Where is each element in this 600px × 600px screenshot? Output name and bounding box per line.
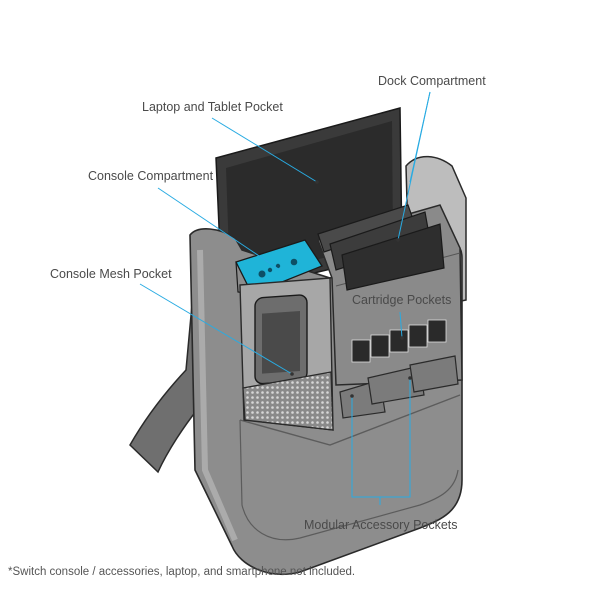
leader-cartridge — [399, 311, 403, 339]
mesh-pocket — [242, 371, 334, 431]
callout-laptop-tablet-pocket: Laptop and Tablet Pocket — [142, 100, 283, 114]
leader-dock-2 — [397, 91, 431, 241]
leader-mesh — [139, 283, 293, 375]
leader-console — [157, 187, 281, 271]
leader-lines — [139, 91, 431, 505]
dock-devices — [317, 204, 445, 291]
callout-cartridge-pockets: Cartridge Pockets — [352, 293, 452, 307]
leader-modular — [351, 378, 411, 498]
cartridge-pockets — [351, 319, 447, 363]
shoulder-strap — [129, 282, 199, 474]
callout-console-compartment: Console Compartment — [88, 169, 214, 183]
smartphone-device — [254, 294, 308, 385]
callout-modular-accessory-pockets: Modular Accessory Pockets — [304, 518, 458, 532]
footnote: *Switch console / accessories, laptop, a… — [8, 566, 356, 578]
leader-laptop — [211, 117, 318, 183]
callout-dock-compartment: Dock Compartment — [378, 74, 486, 88]
callout-console-mesh-pocket: Console Mesh Pocket — [50, 267, 172, 281]
